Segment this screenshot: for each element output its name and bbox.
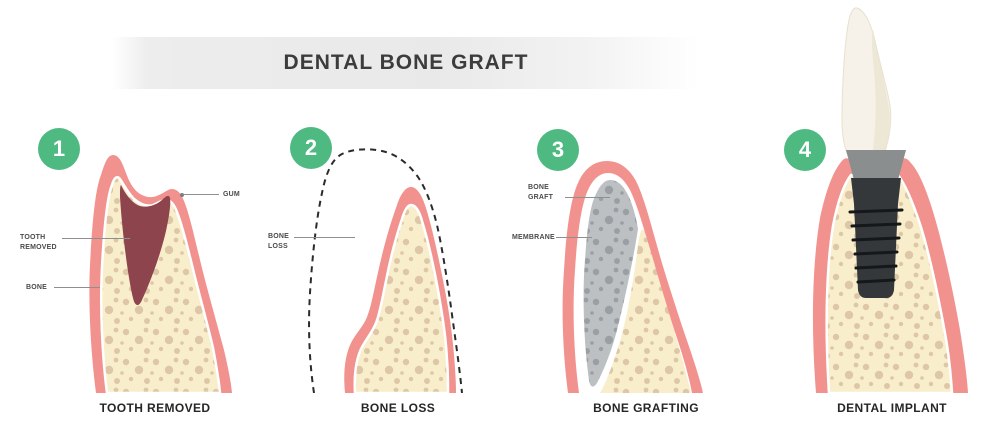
label-gum: GUM — [223, 191, 240, 198]
tooth-removed-leader-line — [62, 238, 130, 239]
label-membrane: MEMBRANE — [512, 234, 555, 241]
bone-grafting-illustration — [562, 161, 703, 393]
dental-implant-illustration — [812, 7, 968, 393]
caption-bone-grafting: BONE GRAFTING — [593, 401, 699, 415]
bone-leader-line — [54, 287, 100, 288]
bone-loss-illustration — [308, 148, 463, 393]
step-1-badge: 1 — [38, 128, 80, 170]
gum-leader-dot — [180, 193, 184, 197]
caption-tooth-removed: TOOTH REMOVED — [99, 401, 211, 415]
bone-graft-leader-line — [565, 197, 610, 198]
step-4-badge: 4 — [784, 129, 826, 171]
membrane-leader-line — [556, 237, 592, 238]
label-bone-graft: BONE GRAFT — [528, 184, 554, 201]
label-tooth-removed: TOOTH REMOVED — [20, 234, 57, 251]
label-bone-loss: BONE LOSS — [268, 233, 290, 250]
gum-leader-line — [183, 194, 219, 195]
caption-dental-implant: DENTAL IMPLANT — [837, 401, 947, 415]
tooth-removed-illustration — [89, 155, 232, 393]
label-bone: BONE — [26, 284, 48, 291]
caption-bone-loss: BONE LOSS — [360, 401, 436, 415]
title-banner: DENTAL BONE GRAFT — [112, 37, 700, 89]
step-2-badge: 2 — [290, 127, 332, 169]
page-title: DENTAL BONE GRAFT — [283, 51, 529, 74]
step-3-badge: 3 — [537, 129, 579, 171]
bone-loss-leader-line — [294, 237, 355, 238]
